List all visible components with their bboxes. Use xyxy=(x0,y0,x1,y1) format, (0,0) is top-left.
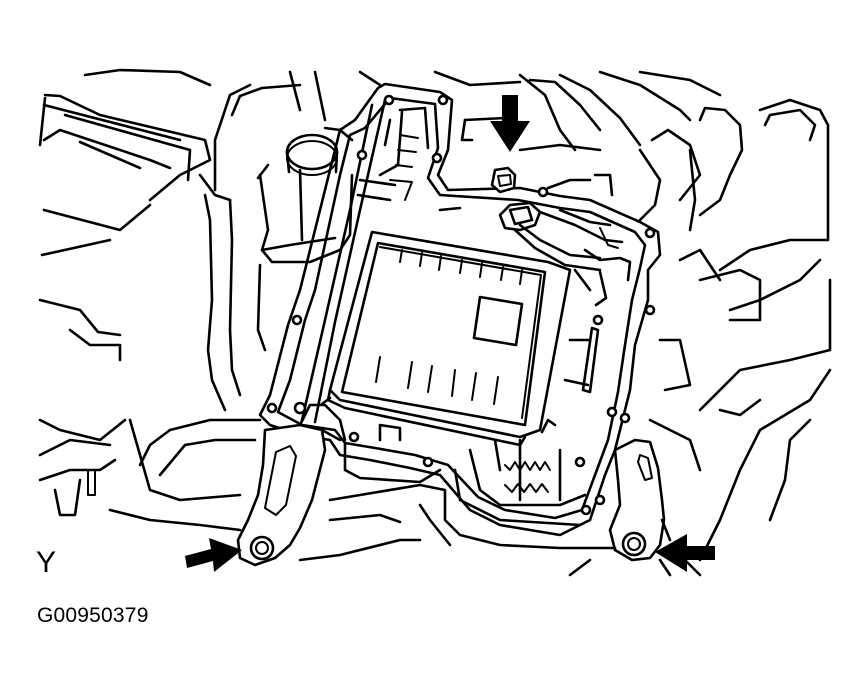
left-engine-bay-structure xyxy=(40,70,240,515)
ecm-mounting-bracket xyxy=(260,84,660,535)
right-mounting-bolt-icon xyxy=(623,533,645,555)
lower-structure xyxy=(110,485,700,575)
top-mounting-bolt-icon xyxy=(492,168,515,192)
left-bracket-arm xyxy=(238,405,345,565)
ecm-label-plate xyxy=(474,297,522,345)
ecm-connectors-harness xyxy=(500,175,630,392)
left-mounting-bolt-icon xyxy=(251,537,273,559)
reservoir-tank xyxy=(258,128,352,350)
left-coolant-hose xyxy=(140,195,260,475)
left-arrow-icon xyxy=(655,534,715,572)
upper-hoses xyxy=(215,72,720,190)
right-arrow-icon xyxy=(185,538,242,572)
right-bracket-arm xyxy=(610,440,670,560)
view-label: Y xyxy=(36,546,57,579)
top-bolt xyxy=(492,168,515,192)
figure-code: G00950379 xyxy=(37,604,149,627)
down-arrow-icon xyxy=(490,95,530,152)
callout-arrows xyxy=(185,95,715,572)
right-engine-bay-structure xyxy=(640,100,830,560)
engine-control-module xyxy=(322,232,570,445)
